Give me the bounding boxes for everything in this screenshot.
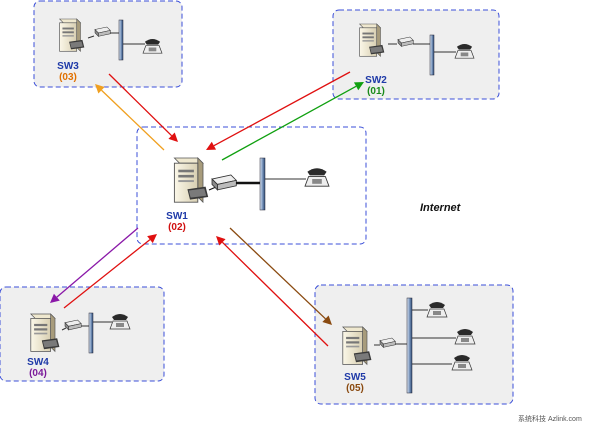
node-label-sw5: SW5 (05) [335, 372, 375, 394]
arrow-sw2-to-sw1 [206, 71, 351, 150]
lan-bar-sw1 [259, 157, 266, 211]
arrow-sw4-to-sw1 [63, 234, 157, 309]
server-icon-sw4 [30, 313, 60, 352]
server-icon-sw1 [173, 157, 209, 203]
internet-label: Internet [420, 202, 461, 214]
arrow-sw1-to-sw4 [50, 227, 139, 303]
server-icon-sw3 [59, 18, 85, 52]
arrows-layer [50, 71, 364, 347]
lan-bar-sw5 [406, 297, 413, 394]
node-code-sw5: (05) [346, 383, 364, 394]
arrow-sw5-to-sw1 [216, 236, 329, 347]
arrow-sw1-to-sw5 [229, 227, 332, 325]
node-code-sw2: (01) [367, 86, 385, 97]
node-name-sw4: SW4 [27, 357, 49, 368]
node-label-sw3: SW3 (03) [48, 61, 88, 83]
arrow-sw1-to-sw2 [221, 82, 364, 161]
server-icon-sw2 [359, 23, 385, 57]
node-name-sw3: SW3 [57, 61, 79, 72]
node-name-sw5: SW5 [344, 372, 366, 383]
group-box-sw1 [136, 126, 367, 245]
lan-bar-sw4 [88, 312, 94, 354]
node-name-sw1: SW1 [166, 211, 188, 222]
node-code-sw1: (02) [168, 222, 186, 233]
arrow-sw1-to-sw3 [95, 84, 165, 151]
node-code-sw4: (04) [29, 368, 47, 379]
watermark-text: 系统科技 Azlink.com [518, 416, 582, 423]
server-icon-sw5 [342, 326, 372, 365]
lan-bar-sw3 [118, 19, 124, 61]
node-label-sw4: SW4 (04) [18, 357, 58, 379]
node-code-sw3: (03) [59, 72, 77, 83]
lan-bar-sw2 [429, 34, 435, 76]
node-label-sw2: SW2 (01) [356, 75, 396, 97]
group-box-sw5 [314, 284, 514, 405]
node-label-sw1: SW1 (02) [157, 211, 197, 233]
node-name-sw2: SW2 [365, 75, 387, 86]
group-box-sw4 [0, 286, 165, 382]
arrow-sw3-to-sw1 [108, 73, 178, 142]
